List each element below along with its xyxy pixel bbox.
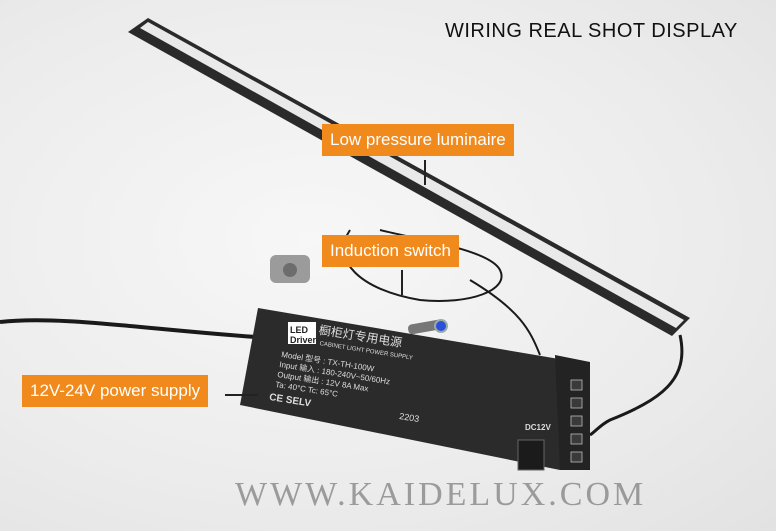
label-induction-switch: Induction switch <box>322 235 459 267</box>
light-bar-diffuser <box>140 22 684 328</box>
switch-body <box>408 319 442 335</box>
label-luminaire: Low pressure luminaire <box>322 124 514 156</box>
power-cord <box>0 318 271 340</box>
driver-terminals <box>570 379 583 463</box>
watermark: WWW.KAIDELUX.COM <box>235 476 647 513</box>
switch-led <box>434 319 448 333</box>
bar-cable <box>589 334 684 437</box>
page-title: WIRING REAL SHOT DISPLAY <box>445 20 738 42</box>
driver-logo: LED Driver <box>290 325 317 345</box>
switch-mount-hole <box>283 263 297 277</box>
dc-terminal <box>517 439 545 471</box>
driver-logo-plate <box>288 322 316 344</box>
driver-dc-label: DC12V <box>525 423 551 432</box>
label-power-supply: 12V-24V power supply <box>22 375 209 407</box>
driver-box <box>240 308 565 470</box>
